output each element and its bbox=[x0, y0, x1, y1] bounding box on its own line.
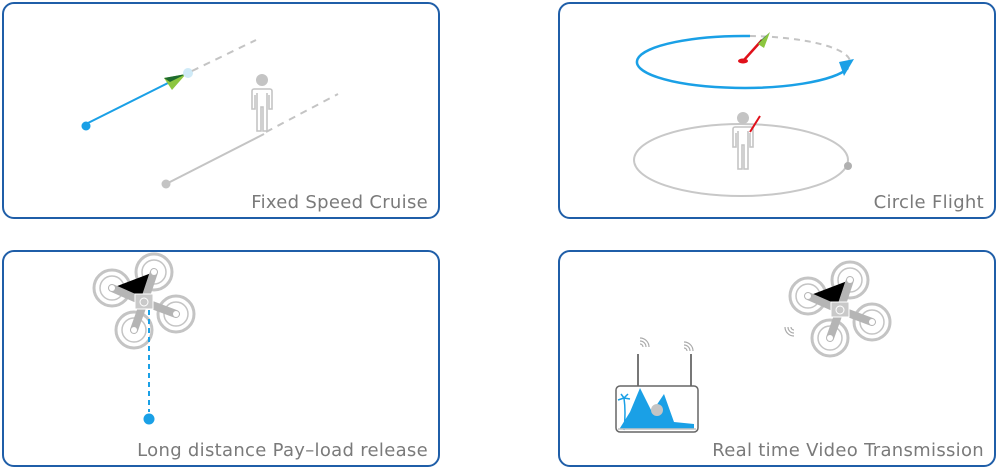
circle-flight-illustration bbox=[633, 32, 854, 197]
video-transmission-illustration bbox=[615, 252, 998, 433]
feature-label: Fixed Speed Cruise bbox=[251, 192, 428, 213]
fixed-speed-cruise-illustration bbox=[81, 39, 339, 189]
feature-card-fixed-speed-cruise: Fixed Speed Cruise bbox=[2, 2, 440, 219]
feature-card-video-transmission: Real time Video Transmission bbox=[558, 250, 996, 467]
feature-card-circle-flight: Circle Flight bbox=[558, 2, 996, 219]
payload-release-illustration bbox=[4, 252, 442, 425]
feature-label: Long distance Pay–load release bbox=[137, 440, 428, 461]
feature-label: Circle Flight bbox=[873, 192, 984, 213]
feature-card-payload-release: Long distance Pay–load release bbox=[2, 250, 440, 467]
feature-label: Real time Video Transmission bbox=[712, 440, 984, 461]
